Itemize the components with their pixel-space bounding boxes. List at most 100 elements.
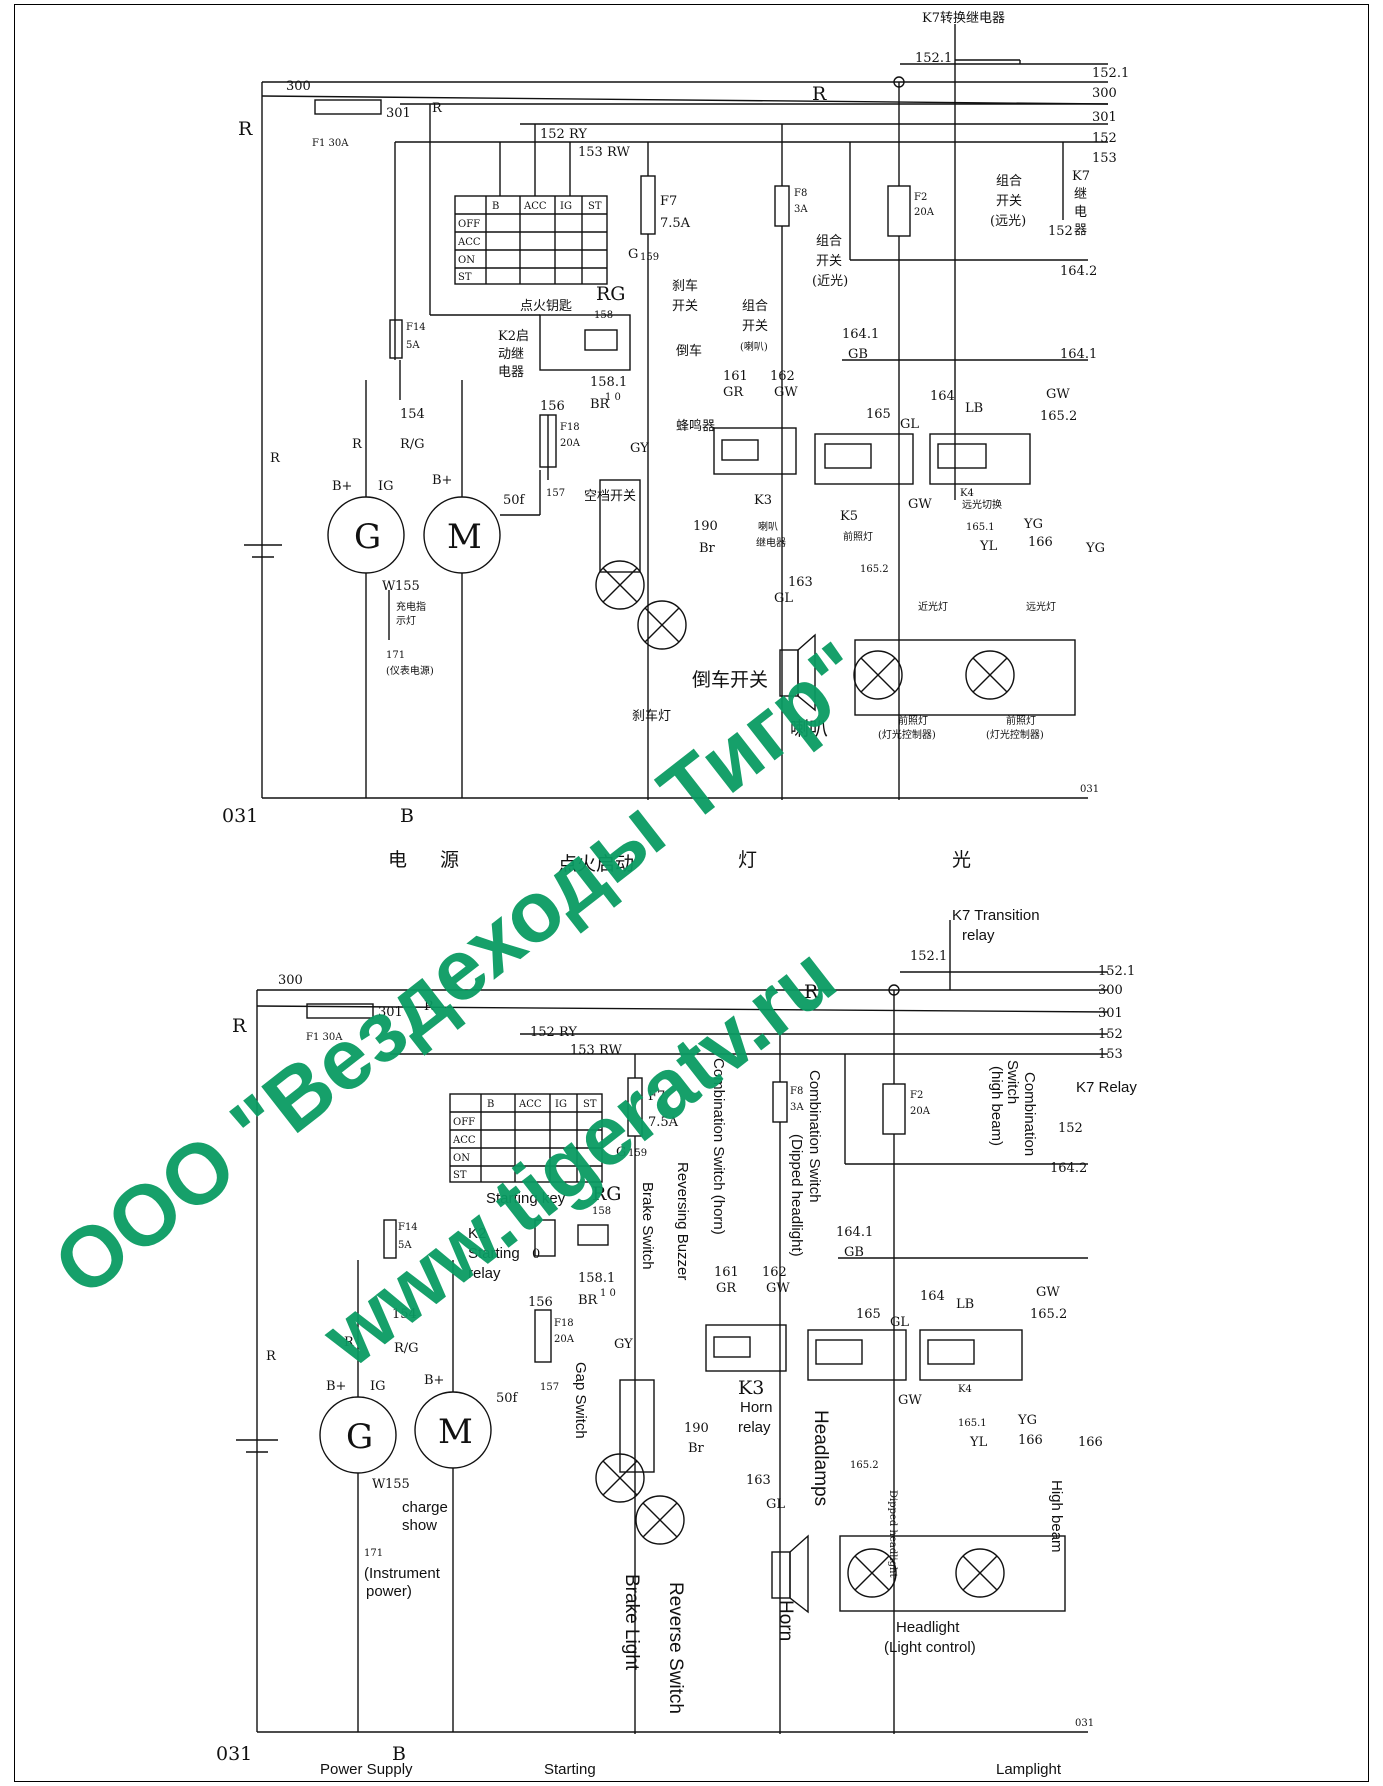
bottom-label: YG [1017,1413,1037,1428]
top-cn: 组合 [742,299,768,314]
top-label: 156 [540,399,565,414]
bottom-key-row: ACC [452,1135,476,1146]
top-cn: (近光) [812,274,848,289]
top-cn: 电器 [498,365,524,380]
top-cn: (灯光控制器) [878,728,936,741]
top-wire-label: 031 [222,805,258,827]
top-fuse-label: F2 [914,192,927,203]
top-cn: 示灯 [396,615,416,627]
bottom-wire-label: 164.2 [1050,1161,1087,1176]
bottom-label: R [266,1349,277,1364]
top-cn: 继 [1074,187,1087,202]
bottom-wire-label: 152 RY [530,1025,577,1040]
top-label: GW [908,497,932,512]
top-fuse-label: F7 [660,194,677,209]
bottom-label: 171 [364,1548,383,1559]
top-label: W [382,579,396,594]
top-label: 190 [693,519,718,534]
bottom-en-label: Headlamps [810,1410,831,1506]
bottom-en-label: Brake Switch [639,1182,656,1270]
bottom-label: 161 [714,1265,739,1280]
top-wire-label: 031 [1080,784,1099,795]
bottom-wire-label: 152 [1058,1121,1083,1136]
bottom-label: K3 [738,1377,764,1399]
top-label: 162 [770,369,795,384]
bottom-fuse-label: F18 [554,1318,574,1329]
top-wire-label: 152 RY [540,127,587,142]
bottom-en-label: relay [738,1419,771,1436]
top-bus-label: 300 [1092,86,1117,101]
bottom-en-label: K7 Relay [1076,1079,1137,1096]
top-section: 电 [388,849,407,871]
bottom-label: 165.2 [1030,1307,1067,1322]
top-label: R [270,451,281,466]
top-bus-label: 301 [1092,110,1117,125]
bottom-label: 158 [592,1206,611,1217]
top-cn: 开关 [816,254,842,269]
page-frame [14,4,1369,1782]
bottom-bus-lines [236,920,1109,1733]
bottom-label: 1 0 [600,1288,616,1299]
bottom-label: 165.1 [958,1418,987,1429]
bottom-key-row: ST [453,1170,467,1181]
top-label: 165 [866,407,891,422]
bottom-bus-label: 301 [1098,1006,1123,1021]
bottom-en-label: Horn [775,1600,796,1641]
top-cn: K2启 [498,329,529,344]
top-text: K7转换继电器 152.1 152.1 300 301 152 153 300 … [222,11,1129,875]
top-label: RG [596,283,625,305]
bottom-en-label: Switch [1004,1060,1021,1104]
top-fuse-label: 3A [794,204,808,215]
top-label: GL [900,417,919,432]
bottom-section: Starting [544,1761,596,1778]
bottom-en-label: Horn [740,1399,773,1416]
bottom-en-label: Combination Switch (horn) [710,1058,727,1235]
top-label: 171 [386,650,405,661]
bottom-bus-label: 152.1 [910,949,947,964]
top-wire-label: B [400,805,414,827]
bottom-wire-label: 164.1 [836,1225,873,1240]
bottom-label: 156 [528,1295,553,1310]
bottom-label: RG [592,1183,621,1205]
top-key-row: OFF [458,219,480,230]
bottom-label: 0 [532,1247,540,1262]
top-label: BR [590,397,611,412]
top-wire-label: 164.1 [1060,347,1097,362]
bottom-label: R [344,1335,355,1350]
bottom-label: R/G [394,1341,419,1356]
bottom-en-label: Dipped headlight [887,1490,898,1578]
bottom-key-col: ACC [518,1099,542,1110]
bottom-label: IG [370,1379,386,1394]
bottom-label: B+ [424,1373,444,1388]
top-motor: M [447,517,482,557]
top-cn: 前照灯 [1006,714,1036,727]
top-label: YG [1085,541,1105,556]
top-label: 165.2 [1040,409,1077,424]
bottom-k7-title: relay [962,927,995,944]
top-label: K5 [840,509,858,524]
bottom-bus-label: 153 [1098,1047,1123,1062]
top-bus-label: 153 [1092,151,1117,166]
top-cn: 组合 [816,234,842,249]
bottom-label: GY [614,1337,633,1352]
bottom-fuse-label: 20A [554,1334,575,1345]
bottom-bus-label: 152.1 [1098,964,1135,979]
top-key-col: ACC [523,201,547,212]
bottom-wire-label: 031 [216,1743,252,1765]
bottom-key-row: ON [453,1153,470,1164]
bottom-fuse-label: F14 [398,1222,418,1233]
bottom-label: 166 [1018,1433,1043,1448]
bottom-diagram: K7 Transition relay 152.1 152.1 300 301 … [216,907,1137,1778]
top-cn: 倒车 [676,343,702,359]
bottom-label: 158.1 [578,1271,615,1286]
bottom-label: 164 [920,1289,945,1304]
top-key-col: IG [560,201,572,212]
bottom-label: 165.2 [850,1460,879,1471]
top-label: LB [965,401,983,416]
top-key-col: ST [588,201,602,212]
bottom-en-label: relay [468,1265,501,1282]
bottom-label: 154 [392,1307,417,1322]
bottom-label: G [616,1145,626,1160]
bottom-label: GW [898,1393,922,1408]
bottom-lamps [595,1324,1066,1614]
